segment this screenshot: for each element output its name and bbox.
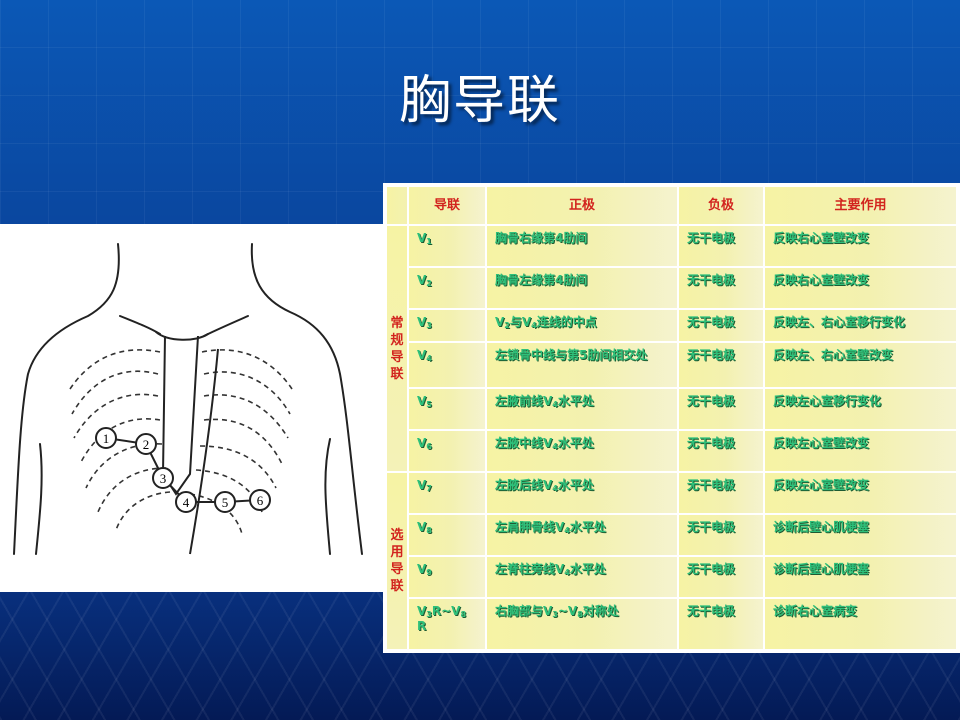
positive-cell: 左腋前线V4水平处 <box>487 389 677 429</box>
positive-cell: 左脊柱旁线V4水平处 <box>487 557 677 597</box>
table-row: V8 左肩胛骨线V4水平处 无干电极 诊断后壁心肌梗塞 <box>387 515 956 555</box>
svg-text:5: 5 <box>222 495 229 510</box>
positive-cell: 左锁骨中线与第5肋间相交处 <box>487 343 677 387</box>
header-lead: 导联 <box>409 187 485 224</box>
header-negative: 负极 <box>679 187 763 224</box>
negative-cell: 无干电极 <box>679 515 763 555</box>
function-cell: 诊断后壁心肌梗塞 <box>765 515 956 555</box>
lead-cell: V2 <box>409 268 485 308</box>
chest-lead-diagram: 1 2 3 4 5 6 <box>0 224 383 592</box>
positive-cell: 胸骨右缘第4肋间 <box>487 226 677 266</box>
svg-text:6: 6 <box>257 493 264 508</box>
electrode-2: 2 <box>135 433 157 455</box>
function-cell: 反映右心室壁改变 <box>765 226 956 266</box>
function-cell: 反映左心室移行变化 <box>765 389 956 429</box>
function-cell: 反映右心室壁改变 <box>765 268 956 308</box>
electrode-4: 4 <box>175 491 197 513</box>
table-row: V4 左锁骨中线与第5肋间相交处 无干电极 反映左、右心室壁改变 <box>387 343 956 387</box>
electrode-5: 5 <box>214 491 236 513</box>
function-cell: 反映左心室壁改变 <box>765 473 956 513</box>
positive-cell: 胸骨左缘第4肋间 <box>487 268 677 308</box>
table-row: V3 V2与V4连线的中点 无干电极 反映左、右心室移行变化 <box>387 310 956 341</box>
negative-cell: 无干电极 <box>679 268 763 308</box>
negative-cell: 无干电极 <box>679 310 763 341</box>
negative-cell: 无干电极 <box>679 389 763 429</box>
function-cell: 反映左、右心室移行变化 <box>765 310 956 341</box>
sternum <box>161 335 219 555</box>
negative-cell: 无干电极 <box>679 599 763 649</box>
positive-cell: 左腋中线V4水平处 <box>487 431 677 471</box>
positive-cell: 左肩胛骨线V4水平处 <box>487 515 677 555</box>
electrode-3: 3 <box>152 467 174 489</box>
header-function: 主要作用 <box>765 187 956 224</box>
group-label-optional: 选 用 导 联 <box>387 473 407 649</box>
negative-cell: 无干电极 <box>679 431 763 471</box>
lead-cell: V8 <box>409 515 485 555</box>
svg-text:1: 1 <box>103 431 110 446</box>
svg-text:2: 2 <box>143 437 150 452</box>
header-positive: 正极 <box>487 187 677 224</box>
chest-illustration: 1 2 3 4 5 6 <box>13 243 363 555</box>
lead-cell: V6 <box>409 431 485 471</box>
lead-cell: V5 <box>409 389 485 429</box>
positive-cell: V2与V4连线的中点 <box>487 310 677 341</box>
lead-cell: V3 <box>409 310 485 341</box>
function-cell: 诊断后壁心肌梗塞 <box>765 557 956 597</box>
electrode-1: 1 <box>95 427 117 449</box>
ribs-right <box>189 349 293 535</box>
lead-cell: V7 <box>409 473 485 513</box>
table-row: V5 左腋前线V4水平处 无干电极 反映左心室移行变化 <box>387 389 956 429</box>
negative-cell: 无干电极 <box>679 226 763 266</box>
svg-text:4: 4 <box>183 495 190 510</box>
table-row: V9 左脊柱旁线V4水平处 无干电极 诊断后壁心肌梗塞 <box>387 557 956 597</box>
lead-cell: V4 <box>409 343 485 387</box>
table-row: 常 规 导 联 V1 胸骨右缘第4肋间 无干电极 反映右心室壁改变 <box>387 226 956 471</box>
table-row: V2 胸骨左缘第4肋间 无干电极 反映右心室壁改变 <box>387 268 956 308</box>
chest-lead-table: 导联 正极 负极 主要作用 常 规 导 联 V1 胸骨右缘第4肋间 无干电极 反… <box>383 183 960 653</box>
negative-cell: 无干电极 <box>679 343 763 387</box>
group-label-standard: 常 规 导 联 <box>387 226 407 471</box>
lead-cell: V9 <box>409 557 485 597</box>
function-cell: 反映左心室壁改变 <box>765 431 956 471</box>
positive-cell: 左腋后线V4水平处 <box>487 473 677 513</box>
header-blank <box>387 187 407 224</box>
positive-cell: 右胸部与V3~V8对称处 <box>487 599 677 649</box>
svg-text:3: 3 <box>160 471 167 486</box>
function-cell: 反映左、右心室壁改变 <box>765 343 956 387</box>
table-header-row: 导联 正极 负极 主要作用 <box>387 187 956 224</box>
slide-title: 胸导联 <box>398 71 561 131</box>
lead-cell: V1 <box>409 226 485 266</box>
negative-cell: 无干电极 <box>679 557 763 597</box>
function-cell: 诊断右心室病变 <box>765 599 956 649</box>
table-row: V6 左腋中线V4水平处 无干电极 反映左心室壁改变 <box>387 431 956 471</box>
table-row: 选 用 导 联 V7 左腋后线V4水平处 无干电极 反映左心室壁改变 <box>387 473 956 649</box>
electrode-6: 6 <box>249 489 271 511</box>
negative-cell: 无干电极 <box>679 473 763 513</box>
torso-outline <box>13 243 363 555</box>
lead-table: 导联 正极 负极 主要作用 常 规 导 联 V1 胸骨右缘第4肋间 无干电极 反… <box>385 185 958 651</box>
